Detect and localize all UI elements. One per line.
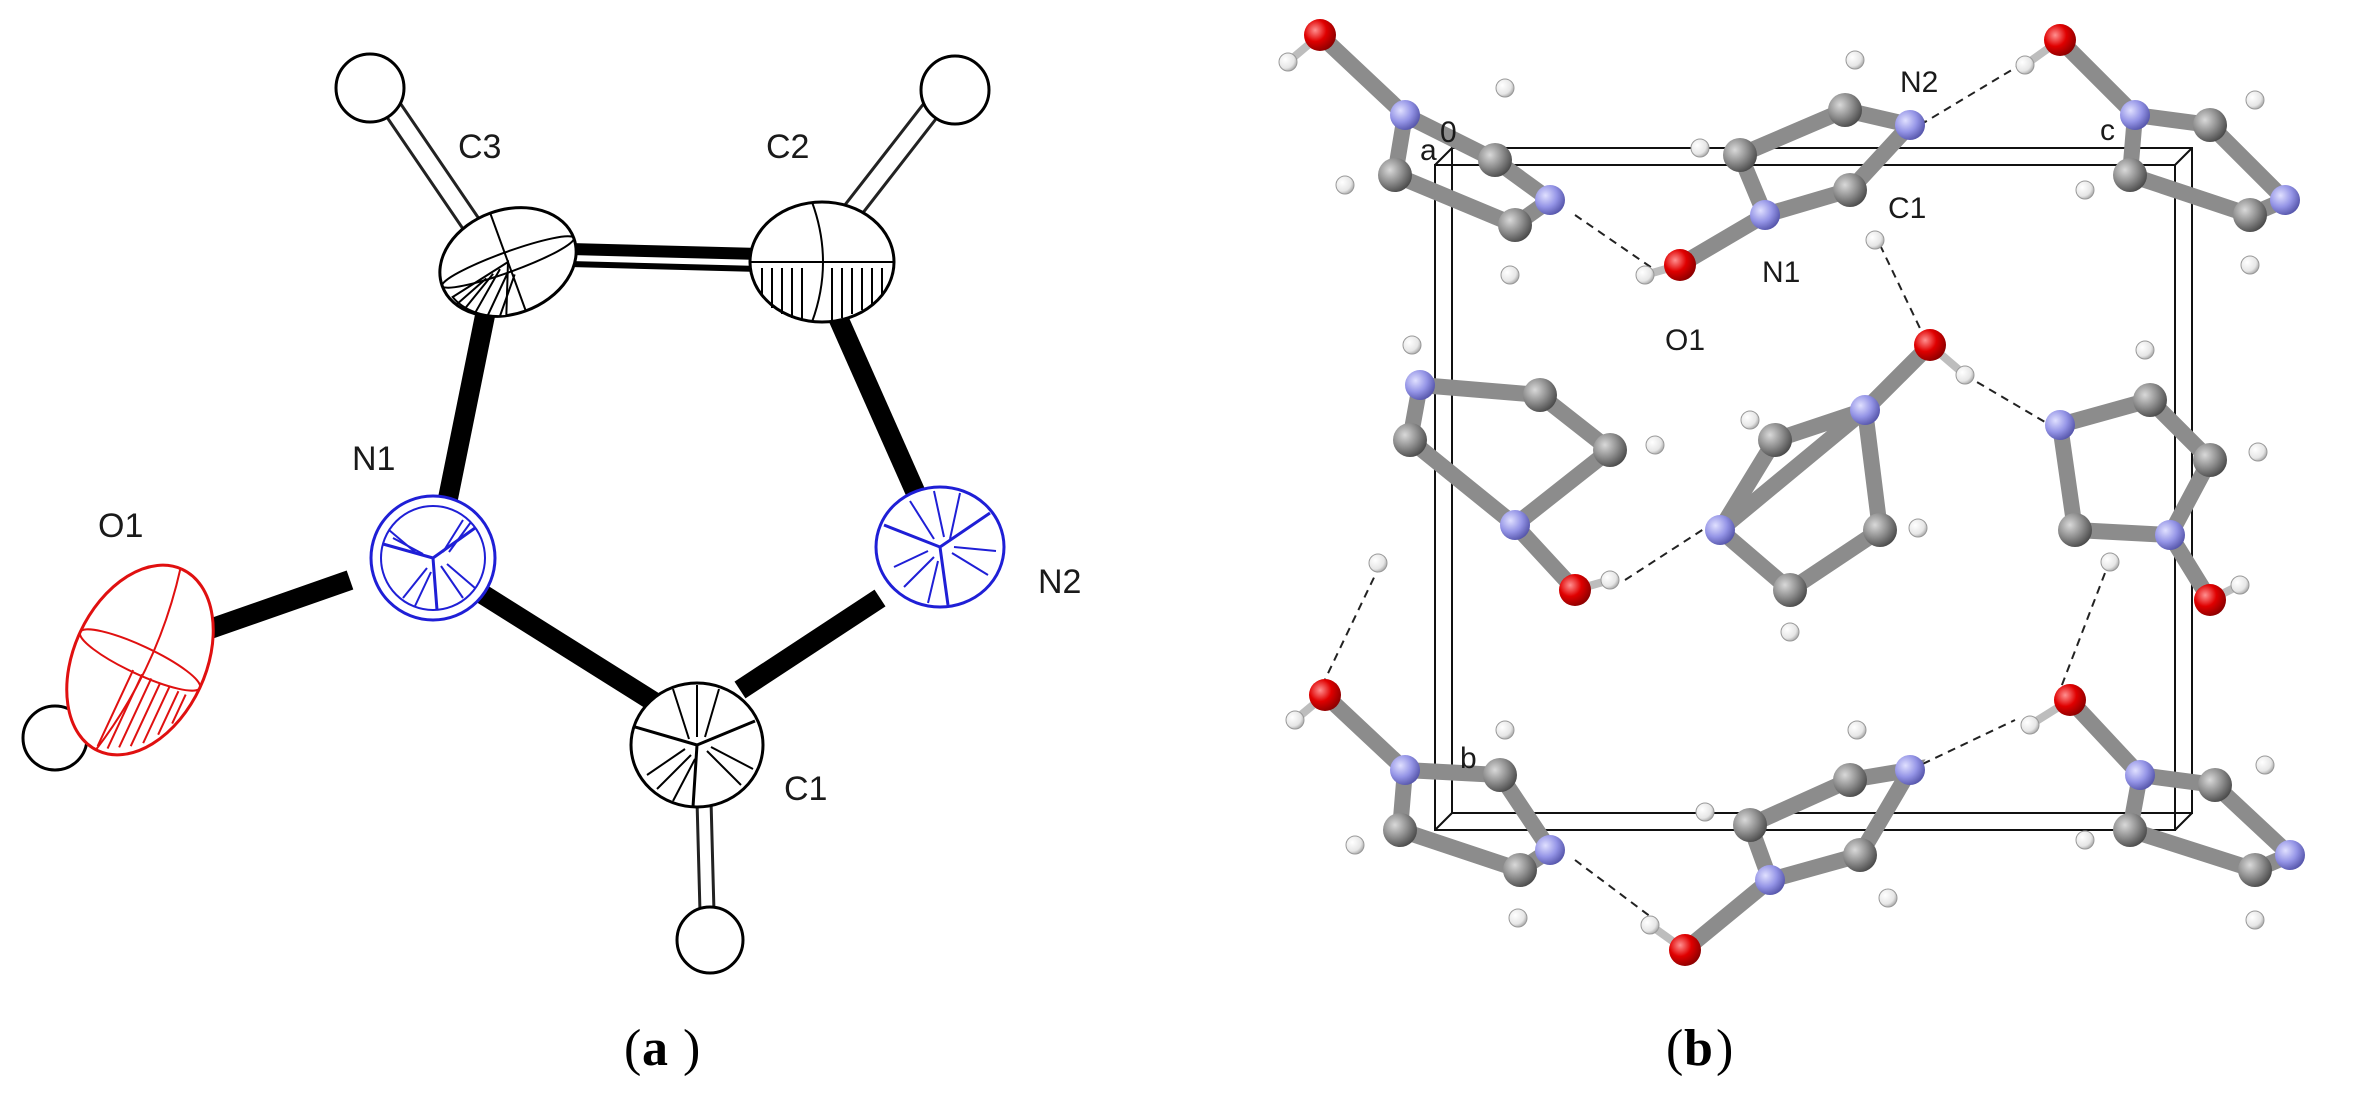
caption-b: ( b ) bbox=[1666, 1020, 1733, 1077]
ring-bonds bbox=[186, 274, 940, 721]
nitrogen-atoms bbox=[1390, 100, 2305, 895]
svg-text:(: ( bbox=[1666, 1020, 1683, 1077]
caption-b-letter: b bbox=[1684, 1020, 1713, 1077]
svg-text:(: ( bbox=[624, 1020, 641, 1077]
hydrogen-atom-h2 bbox=[919, 54, 991, 126]
c3-c2-bond bbox=[569, 243, 761, 272]
c1-ellipsoid bbox=[629, 681, 765, 809]
carbon-atoms bbox=[1378, 93, 2272, 887]
label-c1: C1 bbox=[784, 770, 827, 808]
o1-ellipsoid bbox=[65, 563, 215, 757]
axis-label-a: a bbox=[1420, 134, 1437, 167]
svg-text:): ) bbox=[1716, 1020, 1733, 1077]
label-o1: O1 bbox=[98, 507, 143, 545]
n2-ellipsoid bbox=[874, 485, 1006, 609]
oxygen-atoms bbox=[1304, 19, 2226, 966]
label-n2: N2 bbox=[1038, 563, 1081, 601]
axis-label-b: b bbox=[1460, 742, 1477, 775]
caption-a-letter: a bbox=[642, 1020, 668, 1077]
hydrogen-atoms bbox=[1278, 50, 2275, 935]
hydrogen-atom-h3 bbox=[334, 52, 406, 124]
panel-a-ortep-diagram: C3 C2 N1 O1 N2 C1 ( a ) bbox=[21, 52, 1081, 1077]
label-b-o1: O1 bbox=[1665, 324, 1705, 357]
hydrogen-bond-contacts bbox=[1319, 64, 2111, 921]
caption-a: ( a ) bbox=[624, 1020, 700, 1077]
axis-label-origin: 0 bbox=[1440, 116, 1457, 149]
hydrogen-atom-h1 bbox=[675, 905, 745, 975]
n1-ellipsoid bbox=[369, 494, 497, 622]
axis-label-c: c bbox=[2100, 114, 2115, 147]
label-b-c1: C1 bbox=[1888, 192, 1926, 225]
panel-b-packing-diagram: N2 C1 N1 O1 a 0 c b ( b ) bbox=[1278, 19, 2305, 1077]
svg-text:): ) bbox=[683, 1020, 700, 1077]
label-n1: N1 bbox=[352, 440, 395, 478]
label-b-n1: N1 bbox=[1762, 256, 1800, 289]
label-c2: C2 bbox=[766, 128, 809, 166]
label-c3: C3 bbox=[458, 128, 501, 166]
c3-ellipsoid bbox=[438, 206, 578, 318]
label-b-n2: N2 bbox=[1900, 66, 1938, 99]
c2-ellipsoid bbox=[748, 200, 896, 324]
